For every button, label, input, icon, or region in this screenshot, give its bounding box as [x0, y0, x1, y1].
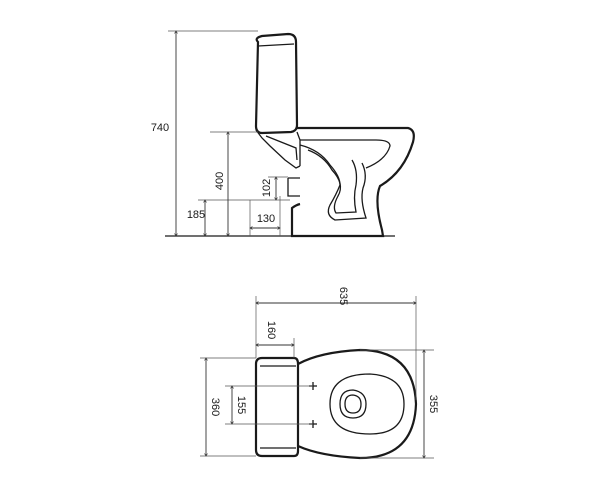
outlet-pipe — [287, 177, 300, 197]
connector-inner — [265, 135, 298, 161]
cistern-lid-line — [257, 43, 295, 47]
bowl-rim — [300, 139, 391, 169]
seat-opening — [329, 373, 405, 435]
dim-label-155: 155 — [235, 396, 247, 414]
top-view: 635 160 360 155 355 — [200, 287, 439, 460]
bowl-outline — [290, 126, 415, 238]
dim-label-130: 130 — [257, 213, 275, 225]
dim-label-400: 400 — [214, 172, 226, 190]
cistern-tank — [254, 32, 299, 135]
dim-label-102: 102 — [261, 179, 273, 197]
cistern-top-edge — [260, 365, 296, 449]
dim-label-360: 360 — [209, 398, 221, 416]
dim-label-185: 185 — [187, 209, 205, 221]
side-view: 740 400 102 185 130 — [151, 31, 415, 238]
dim-label-740: 740 — [151, 122, 169, 134]
dim-label-635: 635 — [337, 287, 349, 305]
dim-label-160: 160 — [265, 321, 277, 339]
trapway-outer — [299, 144, 367, 221]
cistern-connector — [255, 129, 301, 169]
dim-label-355: 355 — [427, 395, 439, 413]
bowl-top — [297, 348, 418, 460]
drain-outer — [339, 389, 367, 419]
cistern-top — [254, 356, 300, 458]
drain-inner — [344, 394, 362, 414]
trapway-inner — [307, 149, 358, 214]
